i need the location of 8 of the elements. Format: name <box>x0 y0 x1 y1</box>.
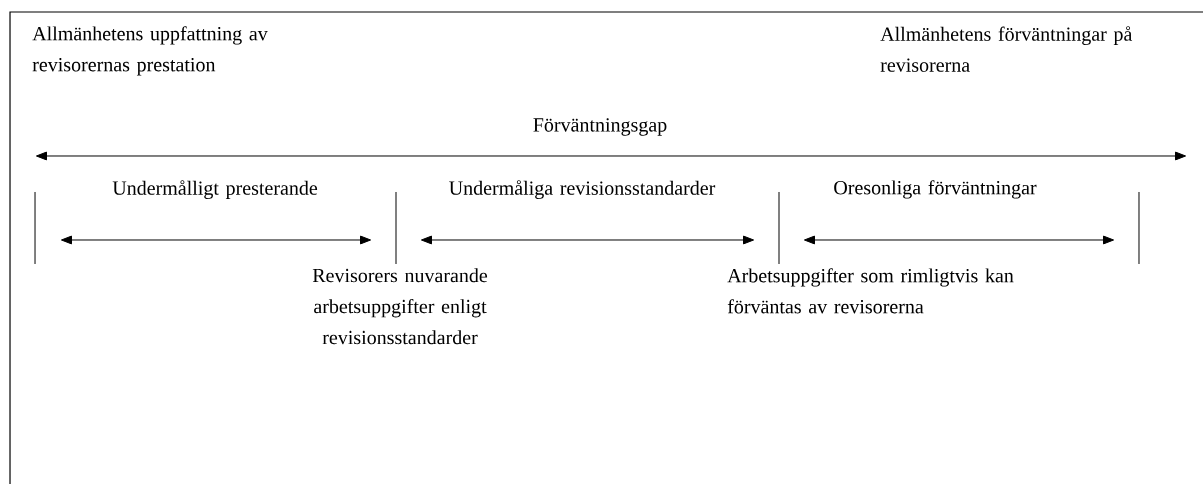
label-text: Undermålligt presterande <box>112 180 318 199</box>
label-text: Oresonliga förväntningar <box>834 180 1037 199</box>
label-text: Arbetsuppgifter som rimligtvis kan förväntas av revisorerna <box>727 268 1014 314</box>
label-text: Allmänhetens förväntningar på revisorerna <box>880 26 1133 72</box>
label-text: Revisorers nuvarande arbetsuppgifter enligt revisionsstandarder <box>312 268 488 345</box>
label-text: Förväntningsgap <box>533 118 667 136</box>
label-text: Undermåliga revisionsstandarder <box>449 180 716 199</box>
label-text: Allmänhetens uppfattning av revisorernas prestation <box>32 26 268 76</box>
